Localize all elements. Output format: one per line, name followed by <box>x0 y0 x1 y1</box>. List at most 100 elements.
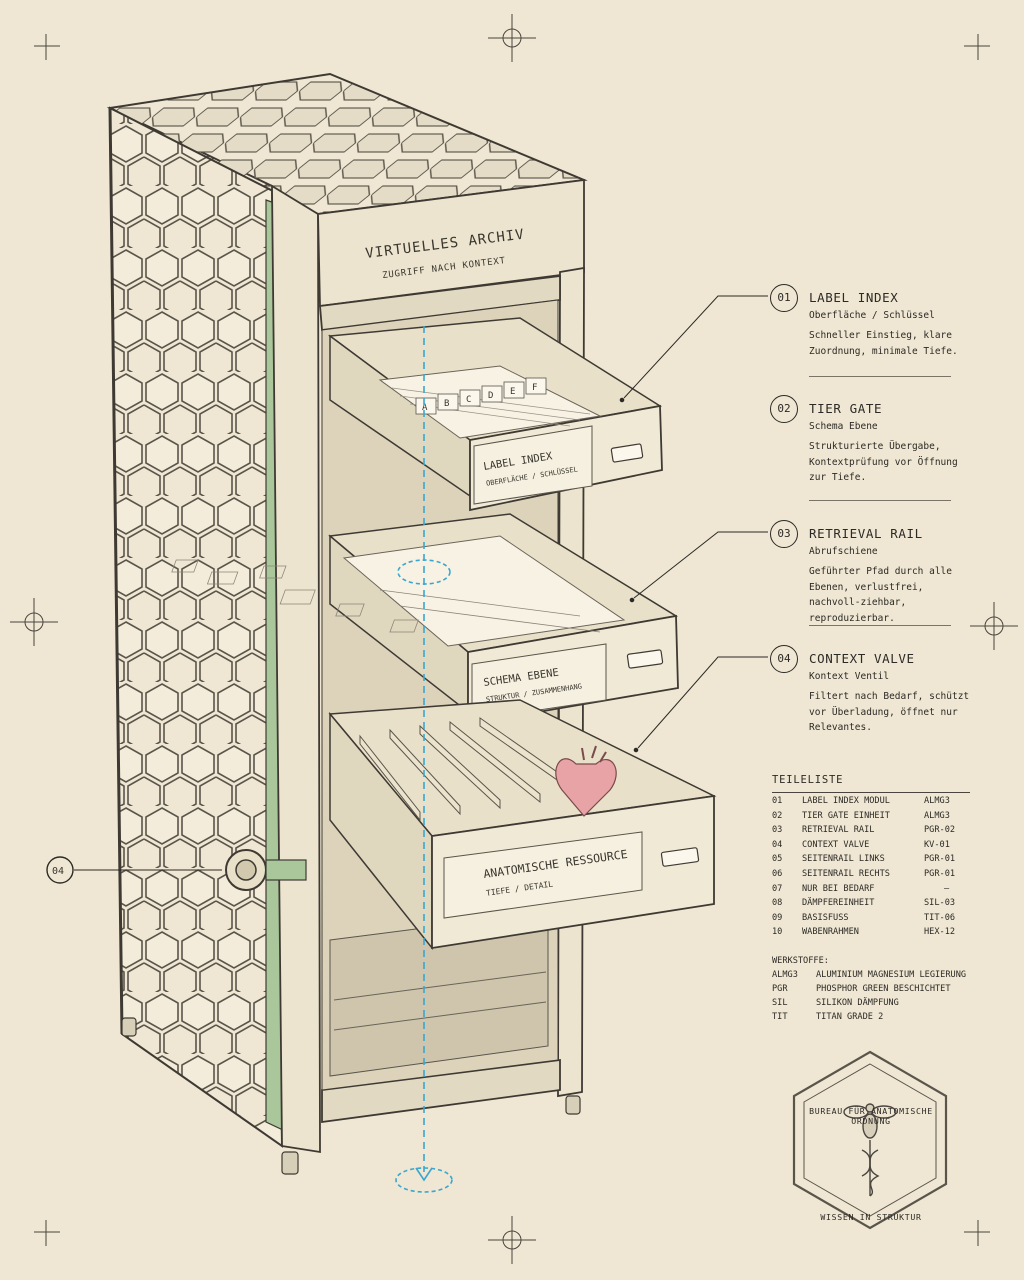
parts-row: 09 BASISFUSS TIT-06 <box>772 913 982 928</box>
part-name: SEITENRAIL RECHTS <box>802 868 890 879</box>
drawer-label-index[interactable]: A B C D E F LABEL <box>327 317 663 512</box>
bee-icon <box>843 1103 897 1139</box>
valve-marker-number: 04 <box>52 866 64 877</box>
material-name: SILIKON DÄMPFUNG <box>816 997 899 1008</box>
material-name: TITAN GRADE 2 <box>816 1011 884 1022</box>
callout-number: 03 <box>770 520 798 548</box>
part-name: BASISFUSS <box>802 912 849 923</box>
index-tab: F <box>532 383 537 393</box>
callout-subtitle: Abrufschiene <box>809 546 878 557</box>
seal-lettering: BUREAU FÜR ANATOMISCHE ORDNUNG WISSEN IN… <box>788 1106 954 1222</box>
material-code: SIL <box>772 997 788 1008</box>
drawer-handle <box>660 847 700 867</box>
part-number: 02 <box>772 810 783 821</box>
part-name: DÄMPFEREINHEIT <box>802 898 875 909</box>
callout-description: Filtert nach Bedarf, schützt vor Überlad… <box>809 691 970 733</box>
schema-grid <box>171 559 601 633</box>
divider <box>809 500 951 501</box>
callout-subtitle: Schema Ebene <box>809 421 878 432</box>
callout-title: TIER GATE <box>809 401 883 416</box>
drawer-anatomische-ressource[interactable]: ANATOMISCHE RESSOURCE TIEFE / DETAIL <box>328 699 717 951</box>
honeycomb-side-panel <box>108 106 284 1148</box>
drawer-handle <box>610 443 644 463</box>
index-tab: A <box>422 403 428 413</box>
leader-lines <box>619 295 768 753</box>
material-code: TIT <box>772 1011 788 1022</box>
material-row: ALMG3 ALUMINIUM MAGNESIUM LEGIERUNG <box>772 970 982 984</box>
parts-row: 07 NUR BEI BEDARF – <box>772 884 982 899</box>
callout-number: 04 <box>770 645 798 673</box>
parts-list-title: TEILELISTE <box>772 774 844 786</box>
seal-bottom-text: WISSEN IN STRUKTUR <box>820 1212 922 1222</box>
callout-number: 01 <box>770 284 798 312</box>
drawer-schema-ebene[interactable]: SCHEMA EBENE STRUKTUR / ZUSAMMENHANG <box>171 513 679 726</box>
part-number: 01 <box>772 796 783 806</box>
part-name: LABEL INDEX MODUL <box>802 796 890 806</box>
part-code: PGR-01 <box>924 854 956 865</box>
part-code: TIT-06 <box>924 912 956 923</box>
part-name: TIER GATE EINHEIT <box>802 810 890 821</box>
part-number: 05 <box>772 854 783 865</box>
index-tab: B <box>444 399 449 409</box>
seal-stamp <box>792 1050 948 1230</box>
index-tabs: A B C D E F <box>415 377 547 415</box>
part-name: NUR BEI BEDARF <box>802 883 875 894</box>
seal-top-text: BUREAU FÜR ANATOMISCHE ORDNUNG <box>809 1106 933 1126</box>
material-row: SIL SILIKON DÄMPFUNG <box>772 998 982 1012</box>
drawer-handle <box>626 649 664 669</box>
part-name: RETRIEVAL RAIL <box>802 825 875 836</box>
materials-title: WERKSTOFFE: <box>772 955 829 966</box>
index-tab: D <box>488 391 493 401</box>
callout-number: 02 <box>770 395 798 423</box>
divider <box>772 792 970 793</box>
parts-row: 05 SEITENRAIL LINKS PGR-01 <box>772 854 982 869</box>
part-name: SEITENRAIL LINKS <box>802 854 885 865</box>
callout-title: RETRIEVAL RAIL <box>809 526 923 541</box>
callout-subtitle: Kontext Ventil <box>809 671 890 682</box>
part-number: 04 <box>772 839 783 850</box>
divider <box>809 376 951 377</box>
part-number: 06 <box>772 868 783 879</box>
parts-row: 04 CONTEXT VALVE KV-01 <box>772 840 982 855</box>
part-code: KV-01 <box>924 839 950 850</box>
part-code: PGR-02 <box>924 825 956 836</box>
registration-marks <box>10 14 1018 1264</box>
part-number: 10 <box>772 927 783 938</box>
part-code: ALMG3 <box>924 810 950 821</box>
part-number: 08 <box>772 898 783 909</box>
material-code: ALMG3 <box>772 969 798 980</box>
valve-marker: 04 <box>46 856 222 884</box>
heart-model <box>555 745 617 817</box>
divider <box>809 625 951 626</box>
parts-rows: 01 LABEL INDEX MODUL ALMG3 02 TIER GATE EIN… <box>772 796 982 942</box>
index-tab: E <box>510 387 515 397</box>
material-row: TIT TITAN GRADE 2 <box>772 1012 982 1026</box>
material-code: PGR <box>772 983 788 994</box>
callout-title: CONTEXT VALVE <box>809 651 915 666</box>
part-number: 03 <box>772 825 783 836</box>
parts-row: 03 RETRIEVAL RAIL PGR-02 <box>772 825 982 840</box>
drawer-dividers <box>359 717 581 822</box>
callout-description: Strukturierte Übergabe, Kontextprüfung v… <box>809 441 958 483</box>
caduceus-icon <box>861 1140 880 1197</box>
callout-description: Geführter Pfad durch alle Ebenen, verlus… <box>809 566 952 624</box>
part-code: – <box>944 883 950 894</box>
part-number: 07 <box>772 883 783 894</box>
retrieval-rail-path <box>395 326 453 1193</box>
context-valve-knob[interactable] <box>225 849 307 891</box>
cabinet-feet <box>121 1017 581 1175</box>
callout-description: Schneller Einstieg, klare Zuordnung, min… <box>809 330 958 357</box>
part-name: CONTEXT VALVE <box>802 839 870 850</box>
callout-title: LABEL INDEX <box>809 290 899 305</box>
part-number: 09 <box>772 912 783 923</box>
material-name: ALUMINIUM MAGNESIUM LEGIERUNG <box>816 969 967 980</box>
part-code: HEX-12 <box>924 927 956 938</box>
